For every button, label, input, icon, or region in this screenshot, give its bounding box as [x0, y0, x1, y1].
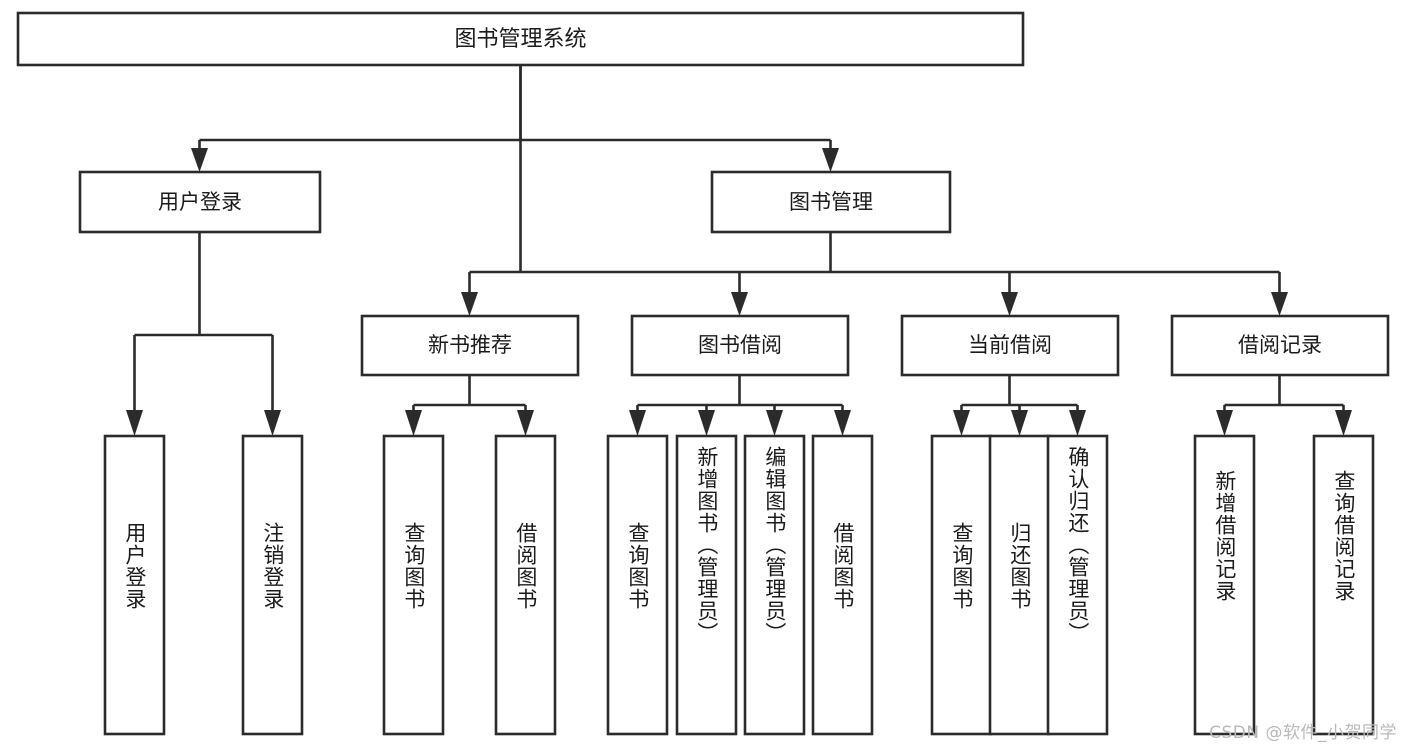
- leaf-box-nbr-1[interactable]: [382, 434, 445, 736]
- arrow-leaf-bb-2: [698, 410, 715, 436]
- arrow-leaf-bb-1: [629, 410, 646, 436]
- node-user-login[interactable]: [78, 170, 322, 234]
- node-book-manage[interactable]: [710, 170, 952, 234]
- leaf-box-br-1[interactable]: [1193, 434, 1256, 736]
- leaf-box-br-2[interactable]: [1312, 434, 1375, 736]
- leaf-box-nbr-2[interactable]: [494, 434, 557, 736]
- node-borrow-record[interactable]: [1170, 314, 1390, 377]
- node-root[interactable]: [16, 11, 1025, 67]
- arrow-user-login: [191, 148, 208, 172]
- arrow-leaf-nbr-2: [517, 410, 534, 436]
- arrow-leaf-user-login-2: [264, 410, 281, 436]
- leaf-box-cb-1[interactable]: [930, 434, 993, 736]
- node-root-label: 图书管理系统: [454, 27, 586, 52]
- leaf-box-user-login-1[interactable]: [103, 434, 166, 736]
- arrow-leaf-nbr-1: [405, 410, 422, 436]
- csdn-watermark: CSDN @软件_小贺同学: [1209, 723, 1397, 743]
- arrow-leaf-br-1: [1216, 410, 1233, 436]
- leaf-box-bb-4[interactable]: [811, 434, 874, 736]
- node-book-manage-label: 图书管理: [789, 190, 873, 214]
- arrow-leaf-cb-1: [953, 410, 970, 436]
- node-user-login-label: 用户登录: [158, 190, 242, 214]
- node-new-book-rec-label: 新书推荐: [428, 333, 512, 357]
- node-current-borrow[interactable]: [900, 314, 1120, 377]
- node-new-book-rec[interactable]: [360, 314, 580, 377]
- arrow-current-borrow: [1001, 292, 1018, 316]
- leaf-box-bb-1[interactable]: [606, 434, 669, 736]
- arrow-leaf-cb-2: [1011, 410, 1028, 436]
- arrow-new-book-rec: [461, 292, 478, 316]
- arrow-leaf-bb-4: [834, 410, 851, 436]
- leaf-box-bb-2[interactable]: [675, 434, 738, 736]
- node-book-borrow-label: 图书借阅: [698, 333, 782, 357]
- arrow-leaf-bb-3: [766, 410, 783, 436]
- arrow-leaf-cb-3: [1069, 410, 1086, 436]
- arrow-book-manage: [822, 148, 839, 172]
- leaf-box-cb-2[interactable]: [988, 434, 1051, 736]
- arrow-leaf-user-login-1: [126, 410, 143, 436]
- leaf-box-cb-3[interactable]: [1046, 434, 1109, 736]
- node-book-borrow[interactable]: [630, 314, 850, 377]
- node-borrow-record-label: 借阅记录: [1238, 333, 1322, 357]
- arrow-book-borrow: [731, 292, 748, 316]
- arrow-borrow-record: [1271, 292, 1288, 316]
- leaf-box-user-login-2[interactable]: [241, 434, 304, 736]
- leaf-box-bb-3[interactable]: [743, 434, 806, 736]
- node-current-borrow-label: 当前借阅: [968, 333, 1052, 357]
- arrow-leaf-br-2: [1335, 410, 1352, 436]
